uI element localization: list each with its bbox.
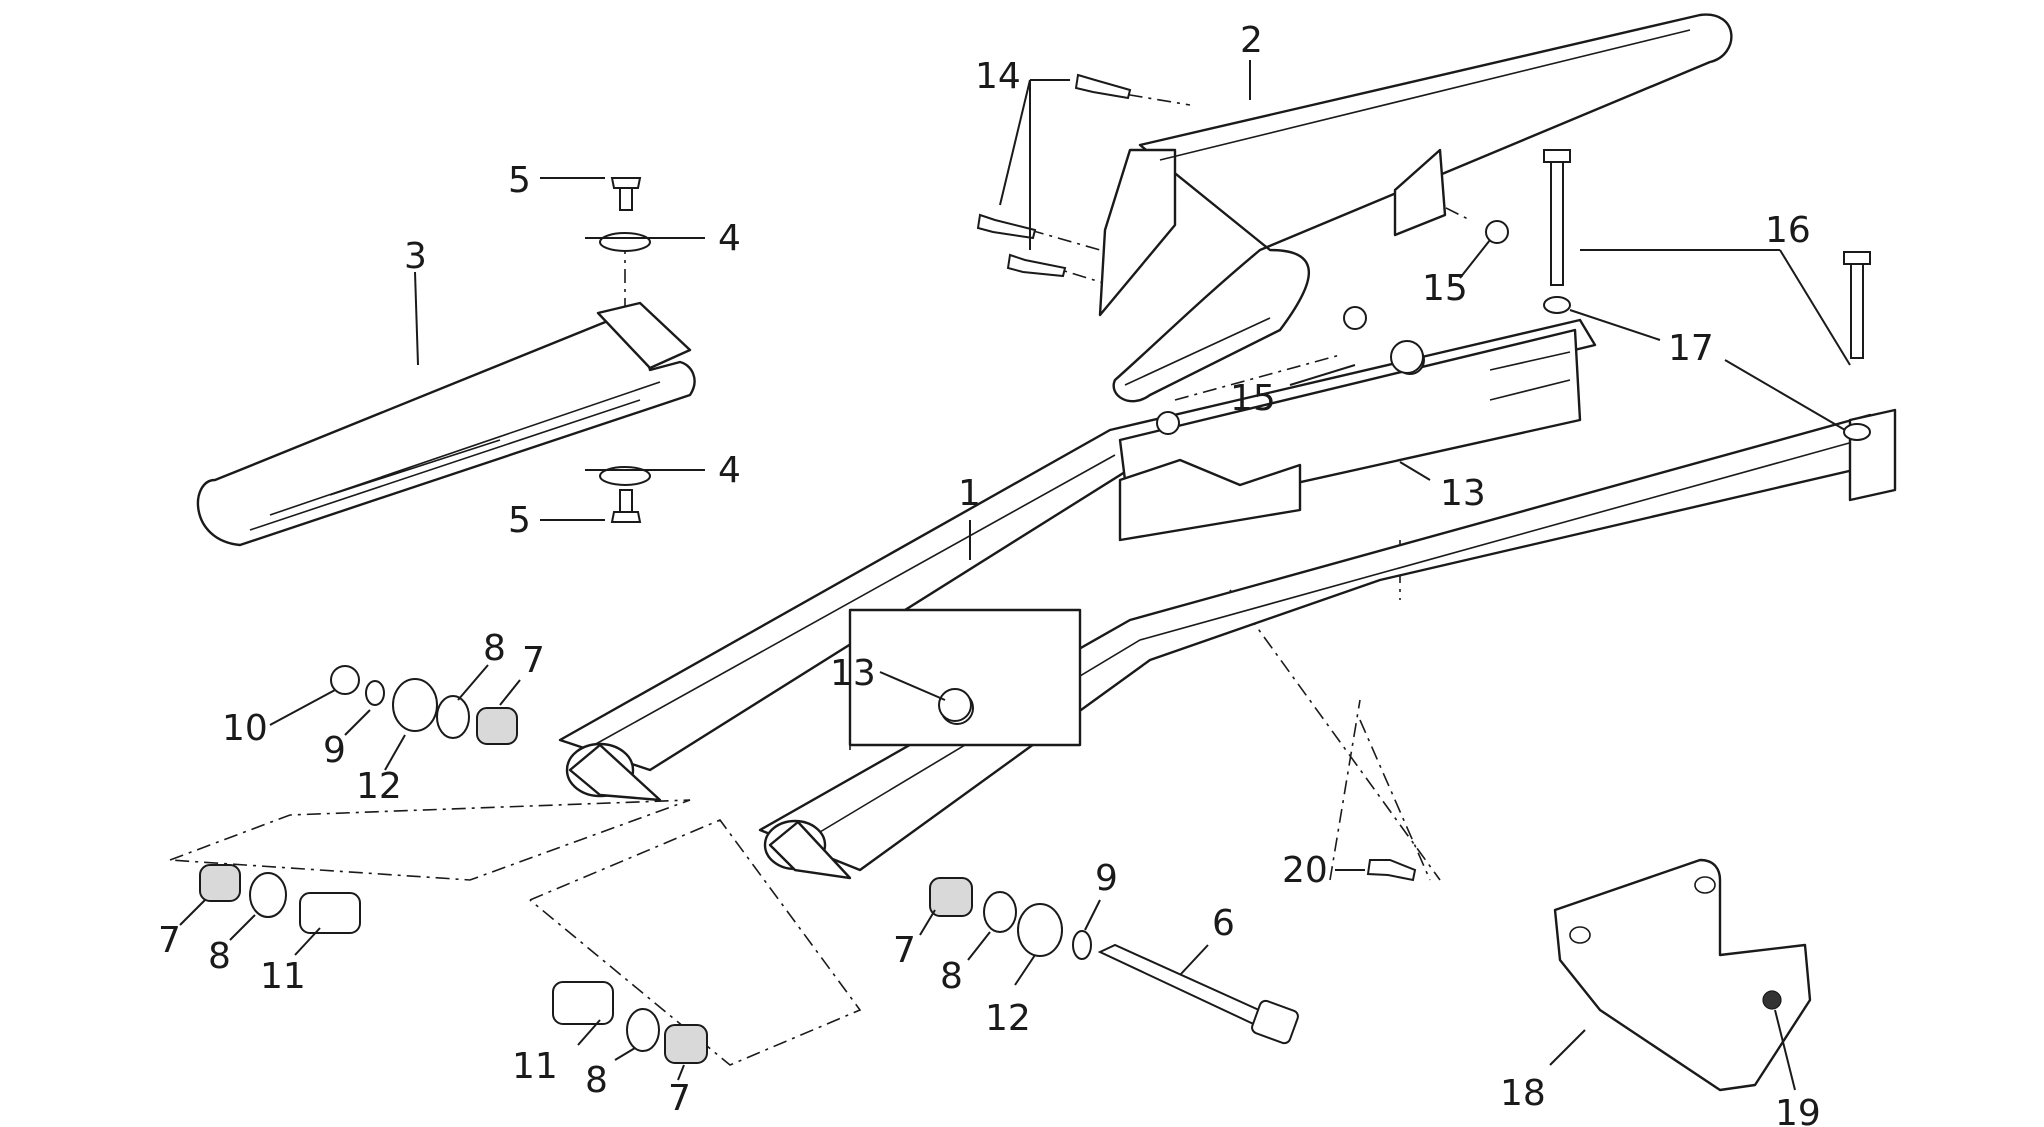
chain-slider	[196, 301, 696, 547]
callout-12-right: 12	[985, 998, 1031, 1039]
callout-5-top: 5	[508, 160, 531, 201]
callout-9-right: 9	[1095, 858, 1118, 899]
leader-lines	[179, 60, 1851, 1091]
callout-9-left: 9	[323, 730, 346, 771]
callout-8-lower-mid: 8	[585, 1060, 608, 1101]
callout-4-top: 4	[718, 218, 741, 259]
bracket-assembly	[1553, 858, 1812, 1092]
callout-13-lower: 13	[830, 653, 876, 694]
callout-18: 18	[1500, 1073, 1546, 1114]
callout-19: 19	[1775, 1093, 1821, 1127]
callout-10: 10	[222, 708, 268, 749]
swingarm	[558, 318, 1897, 880]
callout-3: 3	[404, 236, 427, 277]
callout-1: 1	[958, 473, 981, 514]
callout-20: 20	[1282, 850, 1328, 891]
callout-4-bottom: 4	[718, 450, 741, 491]
callout-16: 16	[1765, 210, 1811, 251]
callout-15-lower: 15	[1230, 378, 1276, 419]
callout-12-left: 12	[356, 766, 402, 807]
callout-14: 14	[975, 56, 1021, 97]
callout-6: 6	[1212, 903, 1235, 944]
callouts: 1 2 3 4 4 5 5 6 7 7 7 7 8 8 8 8 9 9 10 1…	[158, 20, 1821, 1127]
callout-11-lower-left: 11	[260, 956, 306, 997]
hardware	[199, 73, 1871, 1064]
callout-17: 17	[1668, 328, 1714, 369]
callout-8-right-pivot: 8	[940, 956, 963, 997]
callout-7-lower-left: 7	[158, 920, 181, 961]
callout-8-left-pivot: 8	[483, 628, 506, 669]
callout-7-lower-mid: 7	[668, 1078, 691, 1119]
callout-8-lower-left: 8	[208, 936, 231, 977]
callout-7-left-pivot: 7	[522, 640, 545, 681]
callout-15-right: 15	[1422, 268, 1468, 309]
callout-2: 2	[1240, 20, 1263, 61]
callout-5-bottom: 5	[508, 500, 531, 541]
callout-13-upper: 13	[1440, 473, 1486, 514]
callout-11-lower-mid: 11	[512, 1046, 558, 1087]
chain-guard	[1098, 13, 1733, 403]
callout-7-right-pivot: 7	[893, 930, 916, 971]
